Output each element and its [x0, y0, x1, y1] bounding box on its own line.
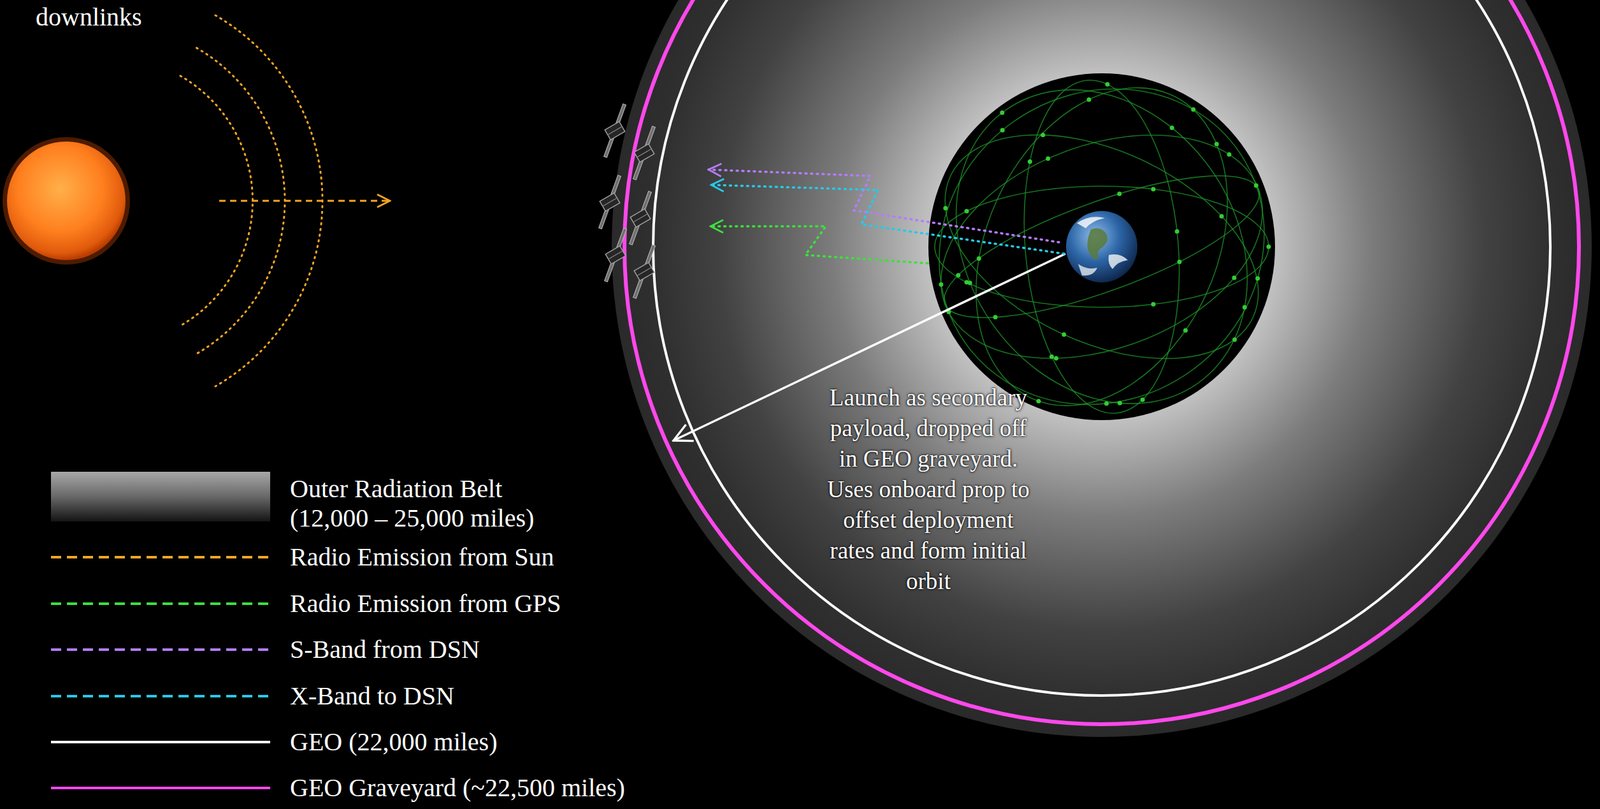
gps-satellite	[1104, 400, 1109, 406]
earth-cloud	[1076, 216, 1105, 229]
sun-radio-wave	[196, 47, 286, 354]
label-holder: Launch as secondary payload, dropped off…	[820, 382, 1037, 597]
gps-satellite	[1150, 186, 1156, 192]
gps-satellite	[1219, 214, 1225, 219]
gps-satellite	[1036, 398, 1041, 404]
legend-line-sample	[50, 786, 271, 789]
legend-text: GEO (22,000 miles)	[289, 727, 498, 757]
legend-text: S-Band from DSN	[289, 634, 480, 664]
cubesat	[633, 126, 656, 180]
legend-line-sample	[50, 648, 271, 651]
gps-satellite	[1040, 132, 1046, 137]
sun-emission-arrow	[219, 200, 390, 202]
sun-glow	[2, 136, 130, 265]
radiation-belt	[611, 0, 1592, 737]
gps-satellite	[1117, 400, 1123, 406]
legend-text: X-Band to DSN	[289, 681, 455, 711]
gps-satellite	[1177, 259, 1182, 264]
gps-satellite	[1190, 107, 1196, 112]
legend-row: S-Band from DSN	[289, 634, 480, 664]
gps-orbit	[909, 89, 1294, 404]
gps-satellite	[1242, 304, 1247, 310]
gps-orbit	[929, 147, 1274, 346]
earth-land	[1087, 228, 1108, 260]
s-band-signal	[708, 169, 1060, 243]
callout-note: Launch as secondary payload, dropped off…	[820, 382, 1037, 597]
cubesat	[604, 228, 628, 282]
gps-satellite	[1061, 331, 1067, 337]
cubesat	[629, 191, 652, 245]
gps-satellite	[1000, 128, 1005, 133]
gps-region	[928, 73, 1276, 420]
legend-line-sample	[50, 555, 271, 559]
gps-satellite	[1266, 244, 1272, 250]
cubesat-swarm	[598, 103, 656, 299]
legend-text: Radio Emission from Sun	[289, 542, 554, 572]
gps-satellite	[999, 110, 1005, 115]
geo-orbit	[653, 0, 1551, 696]
legend-row: X-Band to DSN	[289, 681, 455, 711]
gps-satellite	[1214, 141, 1219, 146]
earth-surface	[1076, 216, 1128, 276]
earth-cloud	[1108, 254, 1128, 269]
gps-satellite	[1049, 354, 1054, 359]
annotation-text: downlinks	[35, 2, 143, 32]
legend-row: GEO Graveyard (~22,500 miles)	[289, 772, 626, 803]
earth-globe	[1066, 210, 1138, 283]
gps-satellite	[1027, 159, 1033, 164]
gps-satellite	[967, 280, 973, 285]
cubesat	[633, 244, 656, 299]
gps-orbit	[1011, 73, 1193, 420]
gps-satellite	[1169, 125, 1175, 130]
sun	[7, 141, 126, 260]
legend-samples	[50, 471, 271, 788]
cubesat	[604, 103, 627, 158]
cubesat	[598, 175, 622, 229]
legend-text: Radio Emission from GPS	[289, 588, 562, 619]
legend-line-sample	[50, 602, 271, 605]
gps-orbit	[934, 186, 1269, 308]
gps-satellite	[1255, 275, 1260, 281]
gps-satellite	[1254, 183, 1259, 188]
gps-satellite	[943, 205, 948, 211]
gps-satellite	[1174, 228, 1180, 234]
deployment-arrow	[673, 253, 1066, 441]
gps-satellite	[955, 272, 961, 278]
earth-cloud	[1078, 263, 1098, 276]
legend-band-sample	[50, 471, 271, 522]
geo-graveyard-orbit	[624, 0, 1579, 724]
gps-satellite	[1227, 152, 1232, 157]
legend-row: Radio Emission from GPS	[289, 588, 562, 619]
x-band-signal	[711, 184, 1065, 254]
legend-row: Outer Radiation Belt (12,000 – 25,000 mi…	[289, 474, 564, 533]
gps-satellite	[976, 256, 982, 261]
gps-satellite	[938, 282, 944, 287]
gps-satellite	[1150, 302, 1156, 307]
gps-orbit	[909, 93, 1294, 400]
gps-signal	[710, 226, 928, 264]
legend-line-sample	[50, 694, 271, 698]
earth	[1066, 210, 1138, 283]
legend-row: GEO (22,000 miles)	[289, 727, 498, 757]
gps-satellite	[1140, 396, 1146, 402]
gps-satellite	[1053, 355, 1059, 361]
gps-satellite	[1086, 97, 1091, 102]
gps-satellite	[1183, 328, 1188, 333]
legend-row: Radio Emission from Sun	[289, 542, 554, 572]
gps-satellite	[964, 209, 970, 214]
gps-satellite	[1232, 337, 1237, 342]
legend-text: Outer Radiation Belt (12,000 – 25,000 mi…	[289, 474, 564, 533]
gps-satellite	[1045, 156, 1051, 161]
gps-satellite	[1231, 275, 1237, 280]
legend-line-sample	[50, 740, 271, 743]
gps-satellite	[993, 314, 998, 320]
label-holder: downlinks	[35, 2, 143, 32]
legend-text: GEO Graveyard (~22,500 miles)	[289, 772, 626, 803]
gps-satellite	[1104, 82, 1110, 87]
gps-satellite	[1117, 191, 1122, 197]
